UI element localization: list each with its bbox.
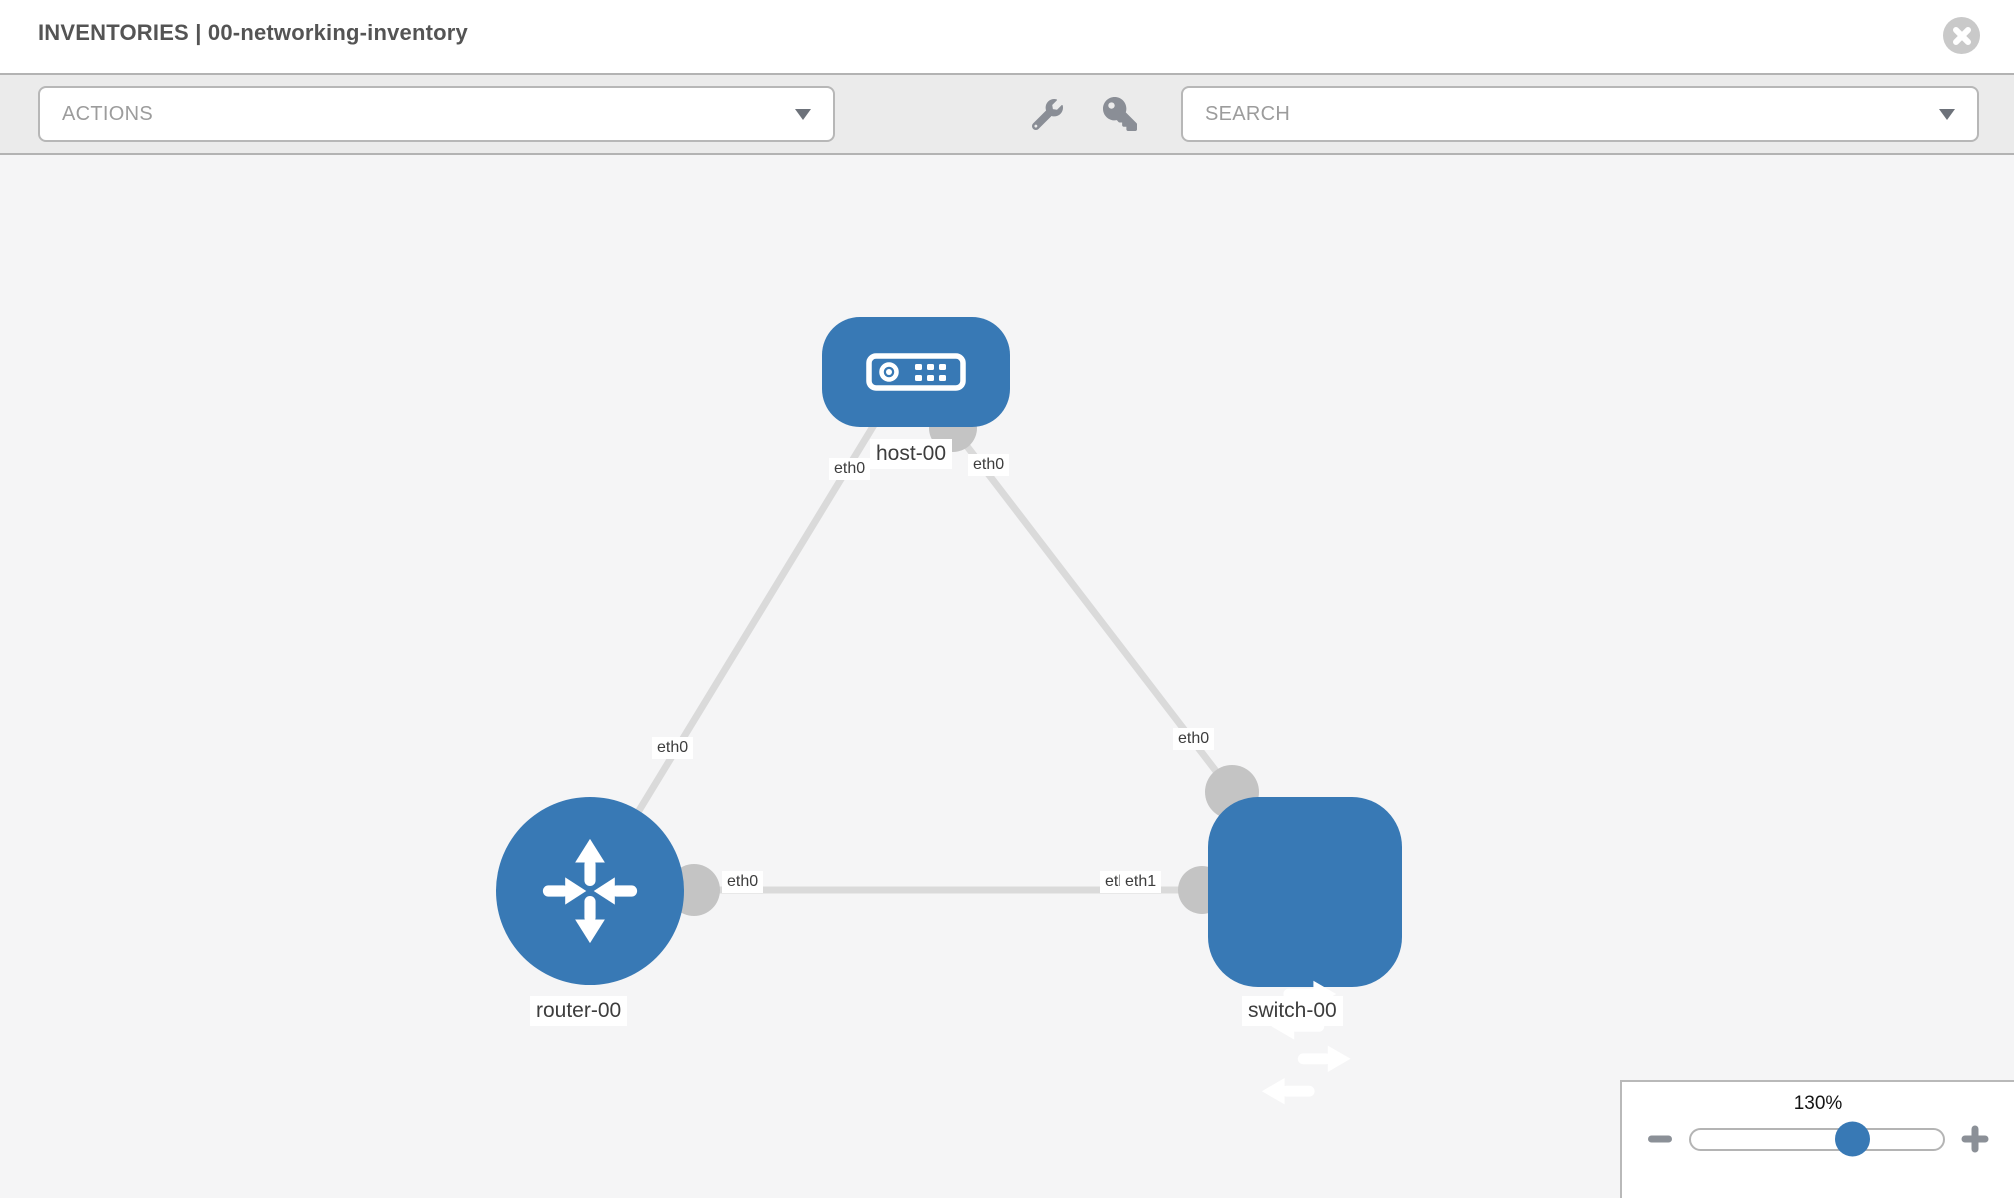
chevron-down-icon [795,108,811,120]
topology-canvas[interactable]: eth0 eth0 eth0 eth0 eth0 eth0 eth1 host-… [0,155,2014,1198]
host-icon [866,353,966,391]
interface-label: eth0 [968,454,1010,476]
interface-label: eth0 [1173,728,1215,750]
search-placeholder: SEARCH [1205,102,1291,125]
minus-icon [1648,1135,1672,1143]
toolbar: ACTIONS SEARCH [0,73,2014,155]
configure-button[interactable] [1032,98,1063,130]
page-title: INVENTORIES | 00-networking-inventory [38,20,468,45]
zoom-control-panel: 130% [1620,1080,2014,1198]
zoom-in-button[interactable] [1960,1124,1990,1154]
plus-icon [1961,1125,1989,1153]
node-label-host: host-00 [870,439,953,469]
header: INVENTORIES | 00-networking-inventory [0,0,2014,73]
close-icon [1952,26,1971,45]
zoom-slider-handle[interactable] [1835,1121,1871,1157]
node-label-switch: switch-00 [1242,996,1343,1026]
node-router[interactable] [496,797,684,985]
toolbar-icons [835,97,1137,131]
node-label-router: router-00 [530,996,628,1026]
chevron-down-icon [1939,108,1955,120]
interface-label: eth0 [829,458,871,480]
actions-dropdown-label: ACTIONS [62,102,153,125]
key-icon [1103,97,1137,131]
credentials-button[interactable] [1103,97,1137,131]
close-button[interactable] [1943,17,1980,54]
actions-dropdown[interactable]: ACTIONS [38,86,835,142]
node-host[interactable] [822,317,1010,427]
zoom-slider-track[interactable] [1689,1121,1945,1157]
interface-label: eth0 [722,871,764,893]
interface-label: eth1 [1120,871,1162,893]
zoom-level-value: 130% [1793,1093,1843,1114]
interface-label: eth0 [652,737,694,759]
topology-graph [496,317,1402,1105]
router-icon [542,838,638,944]
search-dropdown[interactable]: SEARCH [1181,86,1979,142]
node-switch[interactable] [1208,797,1402,1105]
zoom-out-button[interactable] [1646,1125,1674,1153]
wrench-icon [1032,98,1063,130]
